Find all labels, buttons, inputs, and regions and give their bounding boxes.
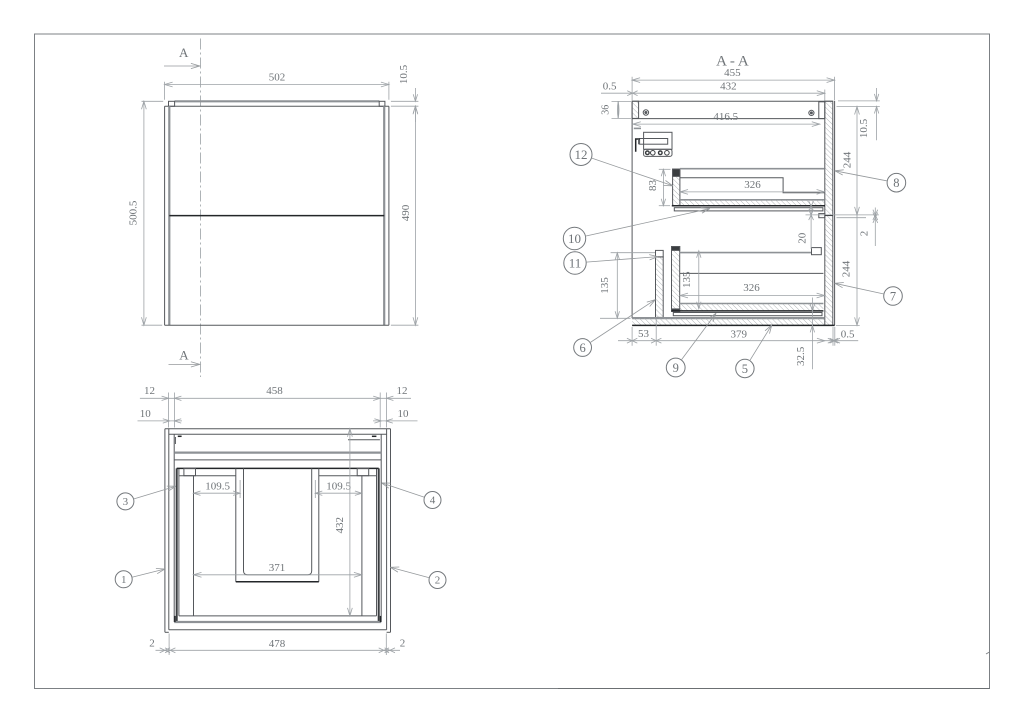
svg-text:12: 12 xyxy=(575,147,588,162)
svg-text:490: 490 xyxy=(400,204,412,221)
svg-text:10: 10 xyxy=(568,231,581,246)
svg-text:244: 244 xyxy=(842,151,854,168)
svg-text:109.5: 109.5 xyxy=(205,480,230,492)
svg-text:10: 10 xyxy=(140,408,152,420)
svg-text:9: 9 xyxy=(673,361,679,375)
svg-text:A - A: A - A xyxy=(716,53,749,69)
svg-text:1: 1 xyxy=(121,574,127,586)
svg-text:32.5: 32.5 xyxy=(795,346,807,366)
svg-text:A: A xyxy=(179,45,189,60)
svg-text:A: A xyxy=(179,348,189,363)
svg-text:36: 36 xyxy=(601,105,612,115)
svg-text:10.5: 10.5 xyxy=(398,64,410,84)
svg-text:458: 458 xyxy=(266,385,283,397)
svg-text:326: 326 xyxy=(743,282,760,294)
svg-text:478: 478 xyxy=(269,638,286,650)
svg-text:455: 455 xyxy=(724,67,741,79)
svg-text:10.5: 10.5 xyxy=(858,118,870,138)
svg-text:2: 2 xyxy=(149,638,155,650)
svg-text:109.5: 109.5 xyxy=(326,480,351,492)
svg-text:135: 135 xyxy=(599,277,611,294)
svg-text:7: 7 xyxy=(890,289,896,303)
svg-text:11: 11 xyxy=(569,255,582,270)
svg-text:53: 53 xyxy=(638,328,650,340)
svg-text:135: 135 xyxy=(681,271,693,288)
svg-text:500.5: 500.5 xyxy=(128,200,140,225)
svg-text:379: 379 xyxy=(730,328,747,340)
svg-text:2: 2 xyxy=(858,231,870,237)
svg-text:5: 5 xyxy=(742,362,748,376)
svg-text:83: 83 xyxy=(647,180,659,192)
svg-text:4: 4 xyxy=(430,495,436,507)
svg-text:12: 12 xyxy=(397,385,408,397)
svg-text:2: 2 xyxy=(435,575,441,587)
svg-text:244: 244 xyxy=(840,260,852,277)
svg-text:0.5: 0.5 xyxy=(841,328,855,340)
svg-text:10: 10 xyxy=(398,408,410,420)
svg-text:20: 20 xyxy=(796,232,808,244)
svg-text:6: 6 xyxy=(579,341,585,355)
svg-text:2: 2 xyxy=(400,638,406,650)
svg-text:8: 8 xyxy=(893,176,899,190)
svg-text:432: 432 xyxy=(334,517,346,534)
svg-text:326: 326 xyxy=(744,179,761,191)
svg-text:371: 371 xyxy=(269,562,286,574)
svg-text:502: 502 xyxy=(269,72,286,84)
svg-text:432: 432 xyxy=(720,81,737,93)
svg-text:416.5: 416.5 xyxy=(713,111,738,123)
svg-text:0.5: 0.5 xyxy=(603,80,617,92)
svg-text:3: 3 xyxy=(123,496,129,508)
svg-text:12: 12 xyxy=(144,385,155,397)
